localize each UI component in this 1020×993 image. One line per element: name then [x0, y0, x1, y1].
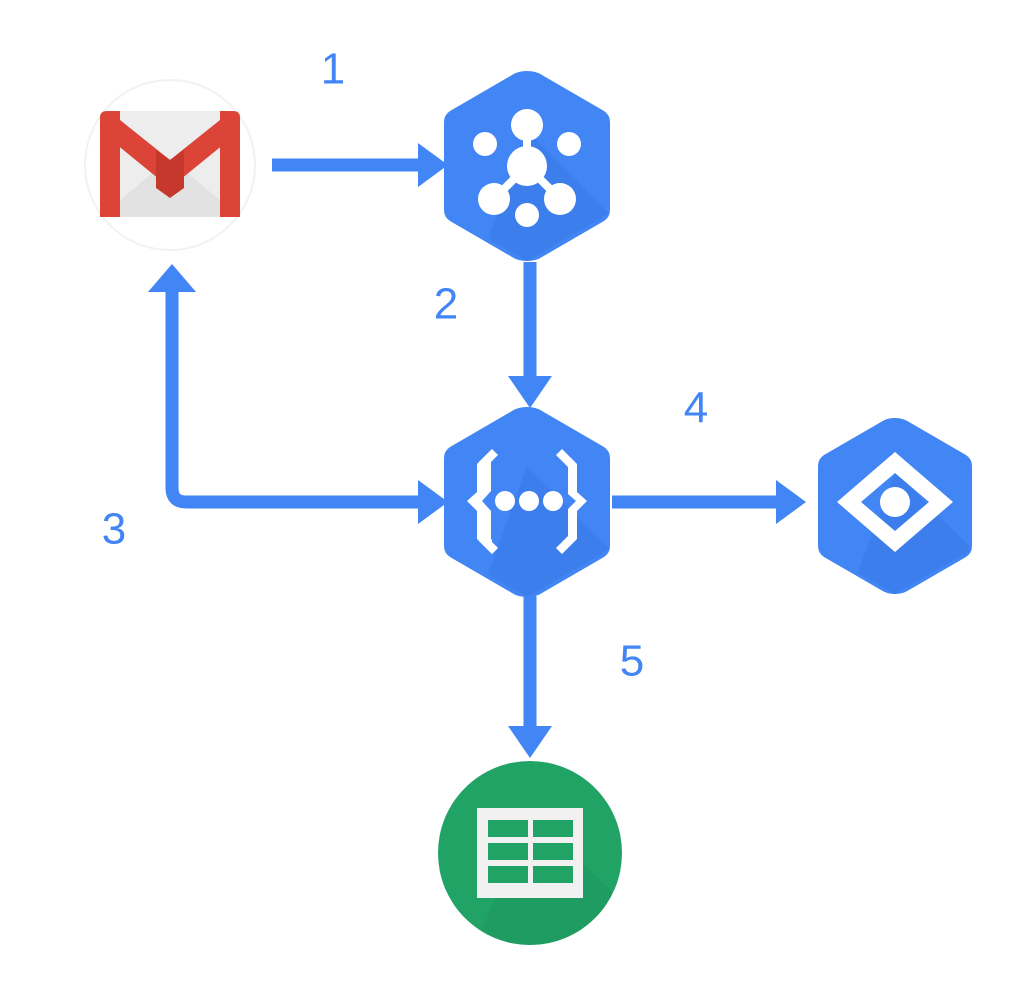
functions-dot-2 — [519, 491, 539, 511]
node-google-sheets[interactable] — [438, 761, 650, 960]
functions-brace-left-stroke — [467, 449, 498, 554]
node-cloud-pubsub[interactable] — [444, 71, 640, 290]
edge-label-3: 3 — [102, 505, 126, 554]
gmail-icon — [100, 111, 240, 217]
edge-label-4: 4 — [684, 384, 708, 433]
sheets-cell-r3c2 — [533, 866, 573, 883]
pubsub-node-top — [511, 109, 543, 141]
edge-label-2: 2 — [434, 280, 458, 329]
edge-1-arrowhead — [418, 143, 448, 187]
functions-brace-left — [470, 449, 492, 554]
sheets-cell-r2c1 — [488, 843, 528, 860]
sheets-cell-r2c2 — [533, 843, 573, 860]
node-cloud-vision[interactable] — [818, 418, 1005, 620]
node-gmail[interactable] — [84, 79, 256, 251]
edge-3-arrowhead-gmail — [148, 264, 196, 292]
edge-2-arrow — [508, 262, 552, 408]
edge-3-line — [165, 290, 420, 509]
node-cloud-functions[interactable] — [444, 407, 645, 625]
functions-brace-right — [556, 449, 587, 554]
pubsub-node-bottom-left — [478, 183, 510, 215]
functions-dot-3 — [543, 491, 563, 511]
edge-5-arrow — [508, 596, 552, 758]
sheets-cell-r1c1 — [488, 820, 528, 837]
google-sheets-icon — [477, 808, 583, 898]
sheets-cell-r3c1 — [488, 866, 528, 883]
pubsub-node-bottom-right — [544, 183, 576, 215]
cloud-functions-icon — [467, 449, 587, 554]
edge-label-1: 1 — [321, 45, 345, 94]
edge-3-arrowhead-functions — [418, 480, 448, 524]
pubsub-node-bottom — [515, 203, 539, 227]
edge-2-arrowhead — [508, 376, 552, 408]
cloud-pubsub-icon — [473, 109, 581, 227]
edge-4-arrowhead — [776, 480, 806, 524]
vision-pupil — [880, 487, 910, 517]
functions-dot-1 — [495, 491, 515, 511]
sheets-cell-r1c2 — [533, 820, 573, 837]
pubsub-hub-dot — [507, 146, 547, 186]
pubsub-node-right — [557, 132, 581, 156]
edge-1-arrow — [272, 143, 448, 187]
pubsub-node-left — [473, 132, 497, 156]
edge-3-arrow — [148, 264, 448, 524]
cloud-vision-icon — [837, 452, 953, 552]
edge-label-5: 5 — [620, 637, 644, 686]
edge-4-arrow — [612, 480, 806, 524]
gmail-m-chevron-shadow — [156, 150, 184, 198]
edge-5-arrowhead — [508, 726, 552, 758]
vision-eye-outline — [837, 452, 953, 552]
